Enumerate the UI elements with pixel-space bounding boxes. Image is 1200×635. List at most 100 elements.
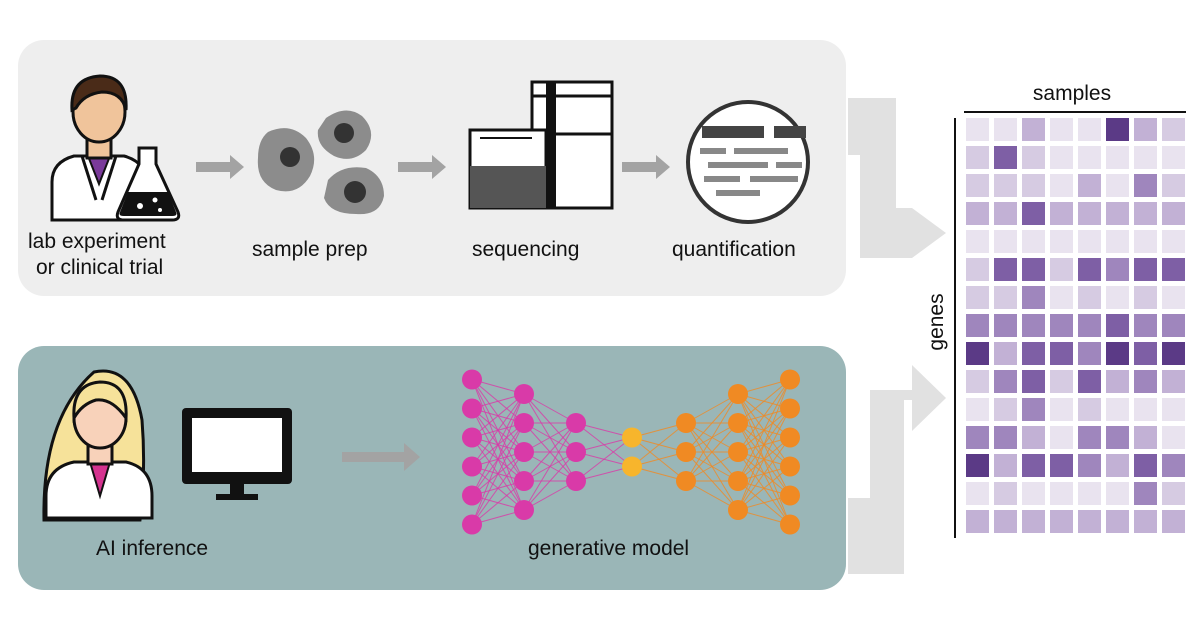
- matrix-cell: [1162, 314, 1185, 337]
- nn-node: [780, 369, 800, 390]
- matrix-cell: [966, 230, 989, 253]
- nn-edge: [685, 393, 739, 482]
- matrix-cell: [1162, 398, 1185, 421]
- matrix-cell: [1106, 454, 1129, 477]
- step-label-ai-inference: AI inference: [96, 537, 208, 560]
- nn-edge: [575, 437, 633, 482]
- step-label-sample-prep: sample prep: [252, 238, 368, 261]
- arrow-1: [196, 155, 244, 179]
- matrix-cell: [1050, 482, 1073, 505]
- matrix-cell: [1106, 258, 1129, 281]
- matrix-cell: [1022, 174, 1045, 197]
- matrix-cell: [1050, 286, 1073, 309]
- matrix-cell: [1106, 398, 1129, 421]
- matrix-cell: [1106, 286, 1129, 309]
- nn-node: [622, 427, 642, 448]
- matrix-cell: [1078, 398, 1101, 421]
- matrix-cell: [1106, 202, 1129, 225]
- cells-icon: [257, 110, 384, 215]
- nn-edge: [737, 379, 791, 453]
- matrix-cell: [1050, 174, 1073, 197]
- matrix-cell: [1022, 482, 1045, 505]
- nn-node: [462, 514, 482, 535]
- matrix-cell: [1078, 146, 1101, 169]
- matrix-cell: [1106, 230, 1129, 253]
- matrix-cell: [1162, 286, 1185, 309]
- matrix-cell: [994, 258, 1017, 281]
- matrix-cell: [994, 370, 1017, 393]
- matrix-cell: [1134, 342, 1157, 365]
- matrix-cell: [1022, 314, 1045, 337]
- matrix-cell: [1078, 258, 1101, 281]
- nn-node: [566, 413, 586, 433]
- nn-edge: [471, 393, 525, 496]
- nn-node: [676, 471, 696, 491]
- matrix-cell: [1050, 342, 1073, 365]
- matrix-cell: [966, 258, 989, 281]
- matrix-cell: [1134, 314, 1157, 337]
- matrix-cell: [994, 314, 1017, 337]
- nn-node: [780, 398, 800, 419]
- nn-node: [728, 413, 748, 433]
- matrix-row-label: genes: [925, 293, 948, 350]
- matrix-cell: [1162, 118, 1185, 141]
- step-label-quantification: quantification: [672, 238, 796, 261]
- matrix-cell: [966, 202, 989, 225]
- matrix-cell: [1162, 370, 1185, 393]
- matrix-cell: [1050, 258, 1073, 281]
- matrix-cell: [994, 398, 1017, 421]
- nn-edge: [471, 480, 525, 525]
- matrix-cell: [1050, 370, 1073, 393]
- nn-edge: [471, 393, 525, 467]
- matrix-cell: [1022, 286, 1045, 309]
- nn-node: [780, 514, 800, 535]
- matrix-cell: [1078, 510, 1101, 533]
- matrix-cell: [1022, 118, 1045, 141]
- nn-node: [728, 384, 748, 404]
- nn-node: [462, 398, 482, 419]
- nn-edge: [737, 437, 791, 511]
- nn-node: [676, 442, 696, 462]
- matrix-cell: [1106, 370, 1129, 393]
- matrix-cell: [1050, 510, 1073, 533]
- matrix-cell: [1134, 426, 1157, 449]
- matrix-cell: [1078, 286, 1101, 309]
- nn-node: [728, 471, 748, 491]
- matrix-cell: [1106, 342, 1129, 365]
- nn-edge: [523, 451, 577, 511]
- matrix-cell: [994, 286, 1017, 309]
- top-connector-arrow: [848, 98, 946, 258]
- neural-network-icon: [462, 369, 800, 535]
- nn-edge: [471, 393, 525, 525]
- matrix-cell: [994, 342, 1017, 365]
- step-label-lab-line1: lab experiment: [28, 230, 166, 253]
- matrix-cell: [966, 426, 989, 449]
- nn-edge: [685, 422, 739, 482]
- matrix-cell: [1162, 454, 1185, 477]
- sequencer-icon: [468, 80, 614, 210]
- matrix-cell: [966, 342, 989, 365]
- nn-edge: [737, 379, 791, 482]
- matrix-cell: [1134, 258, 1157, 281]
- nn-edge: [471, 393, 525, 438]
- matrix-cell: [1022, 202, 1045, 225]
- step-label-sequencing: sequencing: [472, 238, 579, 261]
- matrix-cell: [1078, 342, 1101, 365]
- nn-node: [728, 500, 748, 520]
- matrix-cell: [1134, 174, 1157, 197]
- matrix-cell: [1162, 230, 1185, 253]
- matrix-cell: [1022, 230, 1045, 253]
- nn-node: [462, 369, 482, 390]
- matrix-cell: [1106, 174, 1129, 197]
- matrix-cell: [966, 286, 989, 309]
- matrix-cell: [1162, 482, 1185, 505]
- nn-node: [514, 413, 534, 433]
- step-label-lab-line2: or clinical trial: [36, 256, 163, 279]
- matrix-cell: [1022, 510, 1045, 533]
- matrix-cell: [1050, 314, 1073, 337]
- matrix-cell: [1050, 202, 1073, 225]
- matrix-cell: [1162, 258, 1185, 281]
- nn-node: [514, 500, 534, 520]
- step-label-generative-model: generative model: [528, 537, 689, 560]
- matrix-cell: [1022, 398, 1045, 421]
